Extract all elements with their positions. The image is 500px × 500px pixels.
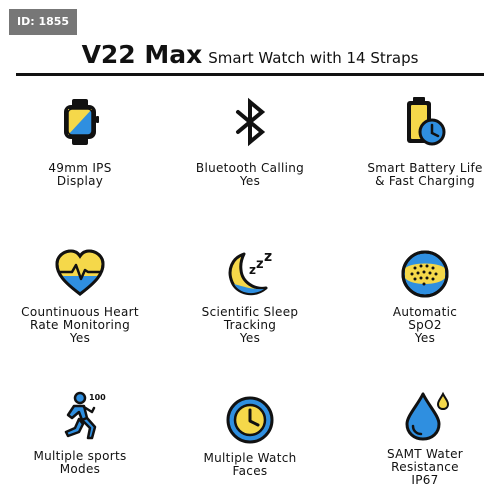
svg-text:z: z: [249, 263, 256, 277]
sports-count-label: 100: [89, 393, 106, 402]
feature-label: Smart Battery Life & Fast Charging: [367, 161, 483, 188]
feature-label: Multiple Watch Faces: [203, 451, 297, 478]
feature-bluetooth: Bluetooth Calling Yes: [170, 96, 330, 206]
water-drop-icon: [399, 390, 451, 442]
svg-text:z: z: [256, 257, 264, 272]
battery-clock-icon: [399, 96, 451, 148]
sleep-moon-icon: z z z: [224, 248, 276, 300]
feature-label: 49mm IPS Display: [48, 161, 112, 188]
id-badge: ID: 1855: [9, 9, 78, 35]
page-title: V22 Max: [81, 40, 203, 69]
feature-battery: Smart Battery Life & Fast Charging: [345, 96, 500, 206]
feature-label: SAMT Water Resistance IP67: [386, 447, 464, 487]
smartwatch-icon: [54, 96, 106, 148]
feature-label: Scientific Sleep Tracking Yes: [201, 305, 299, 345]
svg-text:z: z: [264, 249, 272, 265]
feature-water-resistance: SAMT Water Resistance IP67: [345, 390, 500, 500]
feature-spo2: Automatic SpO2 Yes: [345, 248, 500, 358]
feature-sports: 100 Multiple sports Modes: [0, 390, 160, 500]
feature-sleep: z z z Scientific Sleep Tracking Yes: [170, 248, 330, 358]
feature-heart-rate: Countinuous Heart Rate Monitoring Yes: [0, 248, 160, 358]
feature-label: Automatic SpO2 Yes: [392, 305, 458, 345]
spo2-icon: [399, 248, 451, 300]
feature-label: Countinuous Heart Rate Monitoring Yes: [21, 305, 139, 345]
heart-rate-icon: [54, 248, 106, 300]
clock-face-icon: [224, 394, 276, 446]
bluetooth-icon: [224, 96, 276, 148]
feature-watch-faces: Multiple Watch Faces: [170, 390, 330, 500]
page-header: V22 Max Smart Watch with 14 Straps: [0, 40, 500, 74]
feature-display: 49mm IPS Display: [0, 96, 160, 206]
running-person-icon: 100: [54, 390, 106, 442]
feature-label: Multiple sports Modes: [33, 449, 127, 476]
header-divider: [16, 73, 484, 76]
page-subtitle: Smart Watch with 14 Straps: [208, 49, 419, 67]
feature-label: Bluetooth Calling Yes: [195, 161, 305, 188]
